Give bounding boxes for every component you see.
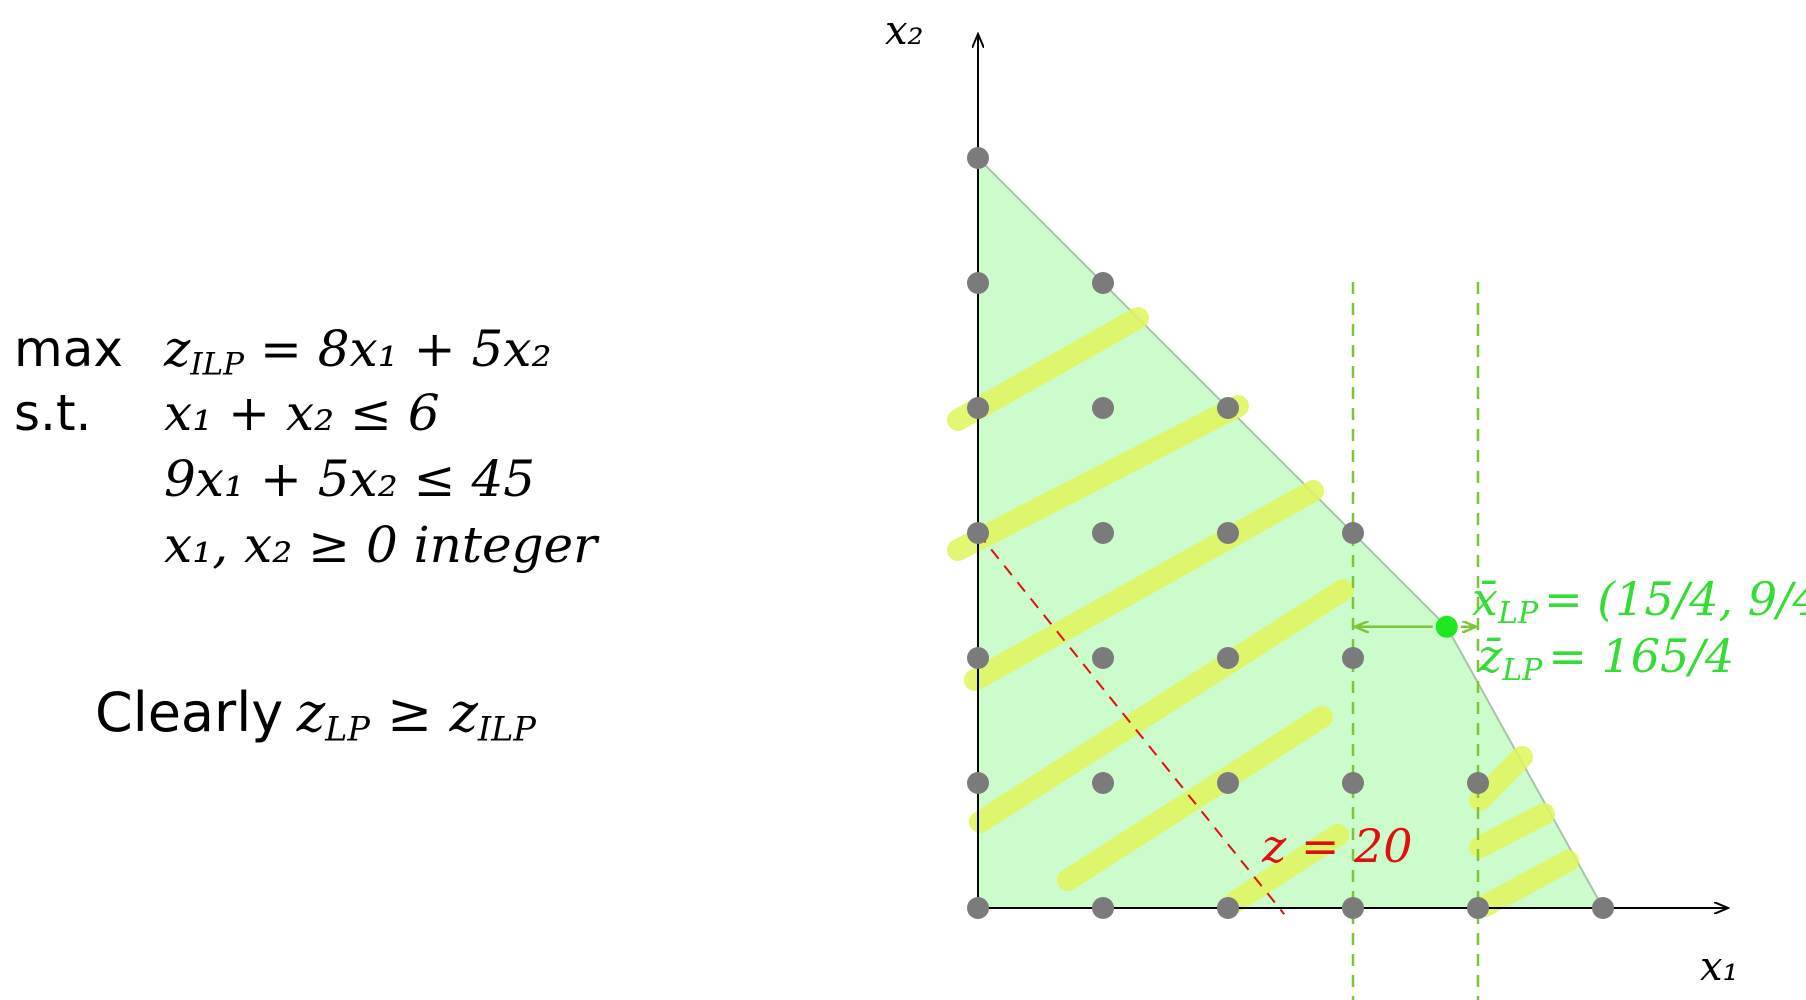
note-z-lp: zLP [296,681,370,746]
integer-point [1092,897,1114,919]
lp-z-subscript: LP [1501,653,1543,688]
integer-point [1092,647,1114,669]
highlight-strokes [947,307,1579,917]
integer-point [967,397,989,419]
x-axis-label: x₁ [1700,944,1739,990]
constraint-3: x₁, x₂ ≥ 0 integer [164,516,598,574]
highlight-stroke [1469,746,1533,811]
lp-z-value: = 165/4 [1548,629,1734,683]
y-axis-label: x₂ [885,8,924,54]
highlight-stroke [1469,803,1555,858]
integer-point [1217,897,1239,919]
branch-lines [1351,282,1480,1000]
note-sub-left: LP [325,709,370,749]
objective-z-subscript: ILP [190,346,245,383]
highlight-stroke [1057,706,1333,891]
highlight-stroke [947,395,1249,561]
max-keyword: max [14,320,123,378]
note-sub-right: ILP [477,709,536,749]
objective-expression: zILP = 8x₁ + 5x₂ [164,324,552,380]
highlight-stroke [1474,850,1579,917]
constraint-1: x₁ + x₂ ≤ 6 [164,384,440,442]
integer-point [1467,897,1489,919]
objective-rhs: = 8x₁ + 5x₂ [259,320,552,378]
objective-line-label: z = 20 [1261,819,1413,873]
lp-x-symbol: x̄ [1472,572,1498,626]
integer-point [1342,897,1364,919]
integer-points [967,147,1614,919]
integer-point [967,772,989,794]
integer-point [1092,772,1114,794]
integer-point [967,272,989,294]
constraint-2: 9x₁ + 5x₂ ≤ 45 [164,450,536,508]
integer-point [1217,522,1239,544]
clearly-note: Clearly zLP ≥ zILP [95,686,536,746]
integer-point [1467,772,1489,794]
integer-point [1092,522,1114,544]
integer-point [1342,647,1364,669]
integer-point [967,897,989,919]
st-row: s.t. [14,388,91,438]
integer-point [967,147,989,169]
note-z-right: z [449,681,478,744]
lp-x-value: = (15/4, 9/4) [1544,572,1806,626]
objective-row: max [14,324,123,374]
note-operator: ≥ [369,681,450,744]
integer-point [1217,647,1239,669]
highlight-stroke [947,307,1149,431]
lp-x-subscript: LP [1497,596,1539,631]
clearly-word: Clearly [95,681,284,744]
objective-line-z20 [977,532,1286,915]
st-keyword: s.t. [14,384,92,442]
note-z-ilp: zILP [449,681,535,746]
lp-x-label: x̄LP= (15/4, 9/4) [1472,572,1806,631]
integer-point [1217,772,1239,794]
note-z-left: z [296,681,326,744]
integer-point [1592,897,1614,919]
lp-optimum-point [1435,615,1458,638]
lp-z-symbol: z̄ [1477,629,1503,683]
integer-point [1092,397,1114,419]
integer-point [967,647,989,669]
highlight-stroke [1224,824,1349,913]
feasible-region [977,155,1605,909]
objective-z: z [164,320,191,378]
integer-point [1342,522,1364,544]
lp-z-label: z̄LP= 165/4 [1477,629,1734,688]
integer-point [967,522,989,544]
integer-point [1342,772,1364,794]
integer-point [1217,397,1239,419]
highlight-stroke [964,480,1324,691]
highlight-stroke [969,579,1354,833]
integer-point [1092,272,1114,294]
